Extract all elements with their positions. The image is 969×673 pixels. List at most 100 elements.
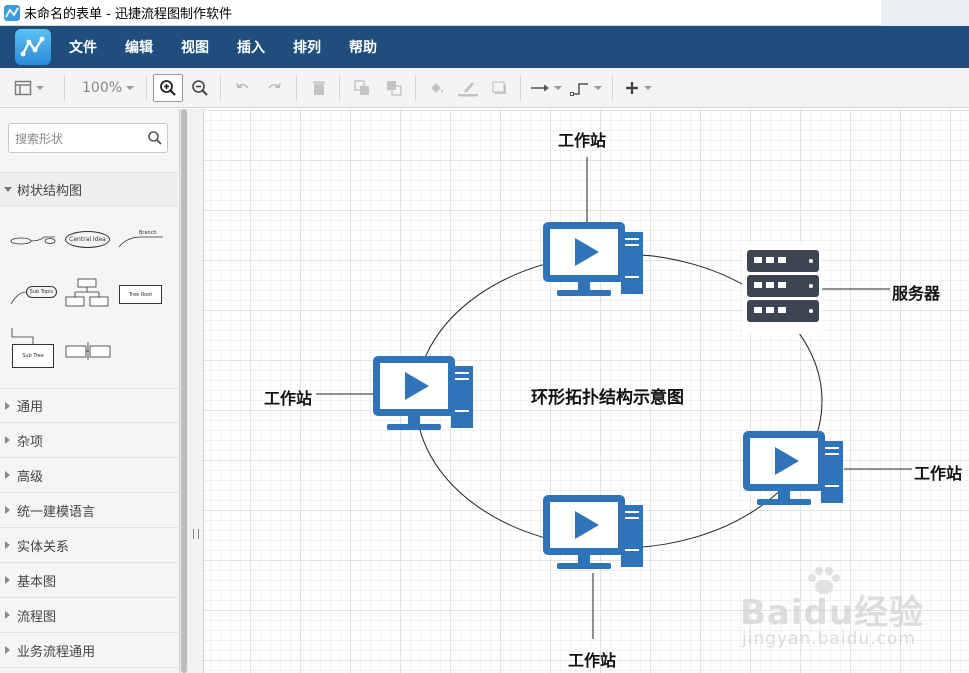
caret-right-icon xyxy=(5,611,10,619)
category-entity-relation[interactable]: 实体关系 xyxy=(0,528,178,563)
shape-mindmap-branch[interactable] xyxy=(10,231,56,249)
sidebar-scrollbar[interactable] xyxy=(180,109,188,673)
category-misc[interactable]: 杂项 xyxy=(0,423,178,458)
chevron-down-icon xyxy=(36,86,44,90)
diagram-title[interactable]: 环形拓扑结构示意图 xyxy=(531,388,684,408)
shape-container-tree[interactable] xyxy=(65,341,111,361)
splitter-grip-icon[interactable] xyxy=(193,529,199,539)
play-icon xyxy=(775,447,799,475)
shape-sub-topic[interactable]: Sub Topic xyxy=(10,284,58,306)
workstation-left[interactable] xyxy=(371,354,475,434)
search-icon[interactable] xyxy=(147,130,163,146)
toolbar-divider xyxy=(296,76,297,100)
chevron-down-icon xyxy=(644,86,652,90)
shape-label: Sub Tree xyxy=(12,344,54,368)
bring-to-front-icon xyxy=(354,80,369,95)
shape-branch[interactable]: Branch xyxy=(117,229,165,249)
redo-button[interactable] xyxy=(265,76,283,100)
panel-splitter[interactable] xyxy=(188,109,204,673)
label-workstation-bottom[interactable]: 工作站 xyxy=(568,651,617,670)
chevron-down-icon xyxy=(594,86,602,90)
category-general[interactable]: 通用 xyxy=(0,388,178,423)
shape-central-idea[interactable]: Central Idea xyxy=(65,231,110,248)
caret-right-icon xyxy=(5,471,10,479)
toolbar-divider xyxy=(415,76,416,100)
category-basic[interactable]: 基本图 xyxy=(0,563,178,598)
category-label: 基本图 xyxy=(17,574,57,590)
undo-icon xyxy=(236,82,249,89)
play-icon xyxy=(575,238,599,266)
redo-icon xyxy=(268,82,281,89)
label-server[interactable]: 服务器 xyxy=(892,284,941,303)
category-label: 流程图 xyxy=(17,609,57,625)
chevron-down-icon xyxy=(554,86,562,90)
logo-icon xyxy=(20,36,45,57)
workstation-bottom[interactable] xyxy=(541,493,645,573)
paw-icon xyxy=(808,567,840,594)
delete-button[interactable] xyxy=(310,76,328,100)
pencil-icon xyxy=(458,82,478,97)
category-label: 高级 xyxy=(17,469,44,485)
category-bpmn-general[interactable]: 业务流程通用 xyxy=(0,633,178,668)
workstation-right[interactable] xyxy=(741,429,845,509)
chevron-down-icon xyxy=(126,86,135,90)
shapes-sidebar: 树状结构图 Central Idea Branch Sub Topic xyxy=(0,109,180,673)
zoom-in-button[interactable] xyxy=(153,74,183,102)
shadow-icon xyxy=(492,81,506,94)
waypoints-button[interactable] xyxy=(570,76,602,100)
waypoint-connector-icon xyxy=(570,83,588,96)
menu-file[interactable]: 文件 xyxy=(69,40,97,56)
line-color-button[interactable] xyxy=(458,76,478,100)
shadow-button[interactable] xyxy=(491,76,509,100)
diagram-canvas[interactable]: 工作站 服务器 工作站 工作站 工作站 环形拓扑结构示意图 xyxy=(204,109,969,673)
toolbar: 100% xyxy=(0,68,969,108)
zoom-select[interactable]: 100% xyxy=(82,76,135,100)
menu-arrange[interactable]: 排列 xyxy=(293,40,321,56)
shape-label: Branch xyxy=(139,230,157,236)
to-front-button[interactable] xyxy=(353,76,371,100)
category-label: 实体关系 xyxy=(17,539,70,555)
category-flowchart[interactable]: 流程图 xyxy=(0,598,178,633)
category-uml[interactable]: 统一建模语言 xyxy=(0,493,178,528)
trash-icon xyxy=(313,81,325,95)
toolbar-divider xyxy=(146,76,147,100)
menu-edit[interactable]: 编辑 xyxy=(125,40,153,56)
watermark-url: jingyan.baidu.com xyxy=(742,629,916,649)
insert-button[interactable] xyxy=(624,76,652,100)
label-workstation-left[interactable]: 工作站 xyxy=(264,389,313,408)
section-label: 树状结构图 xyxy=(17,183,83,199)
toolbar-divider xyxy=(612,76,613,100)
menu-view[interactable]: 视图 xyxy=(181,40,209,56)
scrollbar-thumb[interactable] xyxy=(181,109,187,673)
shape-tree-root[interactable]: Tree Root xyxy=(119,285,162,304)
section-tree-diagram[interactable]: 树状结构图 xyxy=(0,172,178,206)
sub-tree-connector-icon xyxy=(11,328,34,344)
connection-style-button[interactable] xyxy=(530,76,562,100)
shape-label: Sub Topic xyxy=(26,286,57,298)
server[interactable] xyxy=(742,242,822,334)
zoom-out-button[interactable] xyxy=(191,76,209,100)
caret-right-icon xyxy=(5,576,10,584)
label-workstation-right[interactable]: 工作站 xyxy=(914,464,963,483)
label-workstation-top[interactable]: 工作站 xyxy=(558,131,607,150)
to-back-button[interactable] xyxy=(385,76,403,100)
zoom-out-icon xyxy=(192,80,208,96)
app-logo xyxy=(15,29,51,65)
shape-org-tree[interactable] xyxy=(65,278,111,308)
fill-color-button[interactable] xyxy=(428,76,446,100)
window-title: 未命名的表单 - 迅捷流程图制作软件 xyxy=(24,7,232,22)
sub-topic-connector-icon xyxy=(10,291,27,305)
paint-bucket-icon xyxy=(431,83,443,93)
category-advanced[interactable]: 高级 xyxy=(0,458,178,493)
format-panel-button[interactable] xyxy=(14,76,44,100)
undo-button[interactable] xyxy=(234,76,252,100)
panel-layout-icon xyxy=(14,80,32,96)
app-icon xyxy=(4,4,20,21)
menu-help[interactable]: 帮助 xyxy=(349,40,377,56)
zoom-in-icon xyxy=(160,80,176,96)
shape-sub-tree[interactable]: Sub Tree xyxy=(10,327,56,371)
caret-right-icon xyxy=(5,506,10,514)
search-input[interactable] xyxy=(15,129,143,149)
menu-insert[interactable]: 插入 xyxy=(237,40,265,56)
workstation-top[interactable] xyxy=(541,220,645,300)
